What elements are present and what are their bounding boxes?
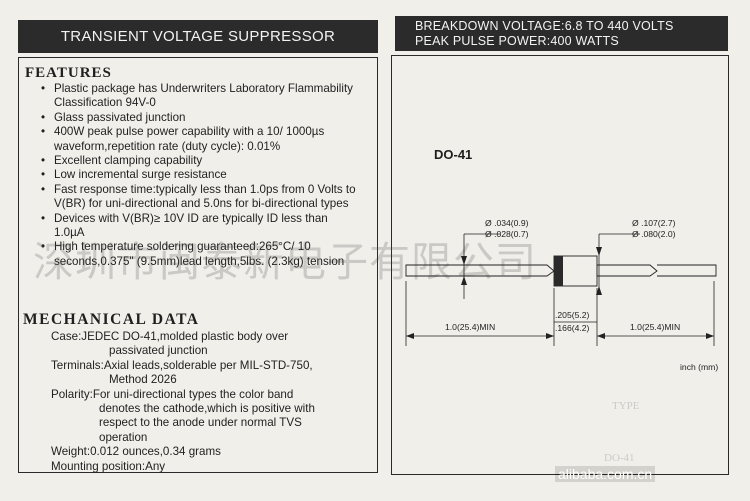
left-lead: [405, 264, 555, 277]
feature-item: Fast response time:typically less than 1…: [40, 183, 360, 212]
feature-item: High temperature soldering guaranteed:26…: [40, 240, 360, 269]
features-heading: FEATURES: [25, 65, 112, 81]
company-watermark: 深圳市闽泰新电子有限公司: [33, 238, 537, 286]
mechanical-data-block: Case:JEDEC DO-41,molded plastic body ove…: [51, 330, 371, 474]
case-line-1: Case:JEDEC DO-41,molded plastic body ove…: [51, 330, 289, 343]
body-arrow-down: [596, 247, 602, 256]
feature-item: Plastic package has Underwriters Laborat…: [40, 82, 360, 111]
peak-pulse-power-text: PEAK PULSE POWER:400 WATTS: [415, 34, 619, 48]
feature-item: Devices with V(BR)≥ 10V ID are typically…: [40, 212, 360, 241]
cathode-band: [554, 256, 563, 286]
lead-diameter-max: Ø .034(0.9): [485, 218, 529, 228]
package-label: DO-41: [434, 147, 472, 162]
body-diameter-max: Ø .107(2.7): [632, 218, 676, 228]
faded-type-text: TYPE: [612, 400, 640, 412]
units-label: inch (mm): [680, 362, 718, 372]
right-frame: [391, 55, 729, 475]
do41-dimension-drawing: DO-41 Ø .034(0.9) Ø .028(0.7) Ø .107(2.7…: [405, 147, 718, 372]
mechanical-data-heading: MECHANICAL DATA: [23, 311, 200, 328]
lead-diameter-min: Ø .028(0.7): [485, 229, 529, 239]
feature-item: Glass passivated junction: [40, 111, 360, 126]
polarity-line-1: Polarity:For uni-directional types the c…: [51, 387, 294, 401]
polarity-line-3: respect to the anode under normal TVS: [99, 416, 302, 430]
lead-arrow-up: [461, 276, 467, 285]
mounting-line: Mounting position:Any: [51, 459, 166, 473]
right-title-banner: BREAKDOWN VOLTAGE:6.8 TO 440 VOLTS PEAK …: [395, 16, 728, 51]
right-lead-length: 1.0(25.4)MIN: [630, 322, 680, 332]
right-lead-part: [596, 264, 658, 277]
terminals-line-2: Method 2026: [109, 373, 177, 387]
lead-arrow-down: [461, 256, 467, 265]
faded-package-text: DO-41: [604, 452, 635, 464]
body-arrow-up: [596, 286, 602, 295]
polarity-line-4: operation: [99, 430, 148, 444]
feature-item: 400W peak pulse power capability with a …: [40, 125, 360, 154]
source-watermark: alibaba.com.cn: [555, 466, 656, 482]
feature-item: Excellent clamping capability: [40, 154, 360, 169]
body-length-max: .205(5.2): [555, 310, 590, 320]
breakdown-voltage-text: BREAKDOWN VOLTAGE:6.8 TO 440 VOLTS: [415, 19, 674, 33]
body-diameter-min: Ø .080(2.0): [632, 229, 676, 239]
left-lead-length: 1.0(25.4)MIN: [445, 322, 495, 332]
case-line-2: passivated junction: [109, 344, 208, 358]
feature-item: Low incremental surge resistance: [40, 168, 360, 183]
right-lead-end: [657, 264, 717, 277]
polarity-line-2: denotes the cathode,which is positive wi…: [99, 402, 315, 416]
left-frame: [18, 57, 378, 473]
body-length-min: .166(4.2): [555, 323, 590, 333]
terminals-line-1: Terminals:Axial leads,solderable per MIL…: [51, 358, 313, 372]
left-title-banner: TRANSIENT VOLTAGE SUPPRESSOR: [18, 20, 378, 53]
left-banner-text: TRANSIENT VOLTAGE SUPPRESSOR: [60, 28, 336, 45]
features-list: Plastic package has Underwriters Laborat…: [40, 82, 360, 269]
weight-line: Weight:0.012 ounces,0.34 grams: [51, 445, 221, 459]
